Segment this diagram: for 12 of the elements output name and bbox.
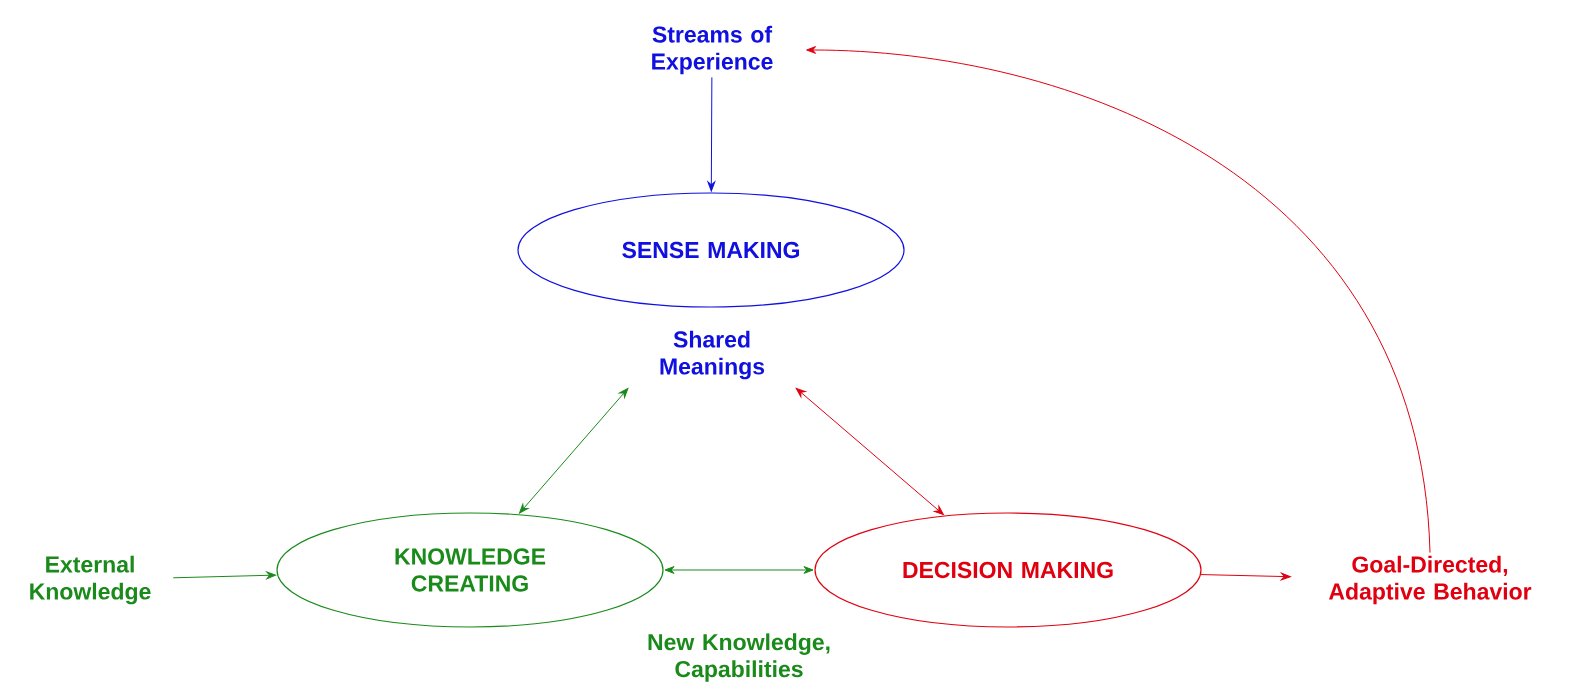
arrow — [1200, 572, 1291, 581]
arrow — [518, 388, 629, 514]
arrow — [664, 566, 814, 574]
arrow — [795, 387, 944, 516]
text-label: Goal-Directed, Adaptive Behavior — [1329, 555, 1532, 605]
text-label: External Knowledge — [30, 555, 151, 605]
edge-label: New Knowledge, Capabilities — [632, 631, 846, 684]
text-label: Shared Meanings — [660, 330, 765, 380]
arrow — [806, 46, 1431, 554]
arrow — [172, 571, 277, 580]
arrow — [707, 76, 716, 192]
text-label: Streams of Experience — [652, 25, 773, 75]
